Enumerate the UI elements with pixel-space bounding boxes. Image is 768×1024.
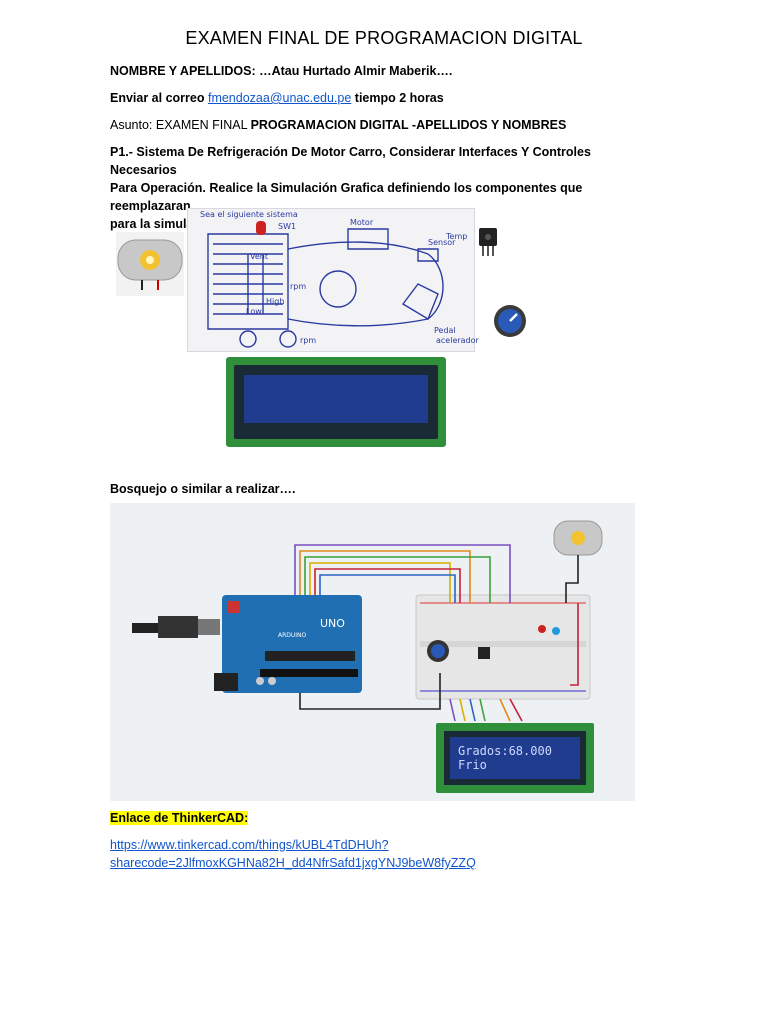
document-title: EXAMEN FINAL DE PROGRAMACION DIGITAL <box>185 28 583 48</box>
hand-drawn-sketch: Sea el siguiente sistema SW1 Motor Senso… <box>187 208 480 352</box>
email-line: Enviar al correo fmendozaa@unac.edu.pe t… <box>110 89 444 107</box>
lcd-screen <box>244 375 428 423</box>
sketch-label-rpm-2: rpm <box>300 336 316 345</box>
p1-line-2: Para Operación. Realice la Simulación Gr… <box>110 181 583 213</box>
tinkercad-link-line-2[interactable]: sharecode=2JlfmoxKGHNa82H_dd4NfrSafd1jxg… <box>110 856 476 870</box>
circuit-image: UNO ARDUINO <box>110 503 635 801</box>
tinkercad-heading: Enlace de ThinkerCAD: <box>110 809 249 827</box>
sketch-label-acelerador: acelerador <box>436 336 480 345</box>
potentiometer-image <box>494 305 526 337</box>
circuit-drawing: UNO ARDUINO <box>132 520 603 793</box>
arduino-brand-label: ARDUINO <box>278 632 307 639</box>
sketch-label-temp: Temp <box>445 232 467 241</box>
tinkercad-link-line-1[interactable]: https://www.tinkercad.com/things/kUBL4Td… <box>110 838 389 852</box>
email-link[interactable]: fmendozaa@unac.edu.pe <box>207 91 352 105</box>
sketch-label-high: High <box>266 297 284 306</box>
p1-line-1: P1.- Sistema De Refrigeración De Motor C… <box>110 145 591 177</box>
name-line: NOMBRE Y APELLIDOS: …Atau Hurtado Almir … <box>110 64 453 78</box>
arduino-uno-label: UNO <box>320 617 345 630</box>
temperature-sensor-image <box>479 228 497 256</box>
sketch-label-rpm: rpm <box>290 282 306 291</box>
subject-bold: PROGRAMACION DIGITAL -APELLIDOS Y NOMBRE… <box>250 118 567 132</box>
subject-line: Asunto: EXAMEN FINAL PROGRAMACION DIGITA… <box>110 116 566 134</box>
sketch-label-vent: Vent <box>250 252 268 261</box>
lcd-line-2: Frio <box>458 758 487 772</box>
lcd-line-1: Grados:68.000 <box>458 744 552 758</box>
dc-motor-image <box>116 232 184 296</box>
sketch-label-motor: Motor <box>350 218 374 227</box>
subject-prefix: Asunto: EXAMEN FINAL <box>110 118 251 132</box>
sketch-heading: Bosquejo o similar a realizar…. <box>110 482 296 496</box>
tinkercad-heading-text: Enlace de ThinkerCAD: <box>110 811 249 825</box>
lcd-module-image <box>226 357 446 447</box>
sketch-drawing: Sea el siguiente sistema SW1 Motor Senso… <box>200 210 480 348</box>
question-p1: P1.- Sistema De Refrigeración De Motor C… <box>110 143 650 233</box>
sketch-label-low: Low <box>246 307 262 316</box>
email-suffix: tiempo 2 horas <box>351 91 444 105</box>
sketch-caption: Sea el siguiente sistema <box>200 210 298 219</box>
email-prefix: Enviar al correo <box>110 91 208 105</box>
sketch-label-sensor: Sensor <box>428 238 456 247</box>
sketch-label-pedal: Pedal <box>434 326 456 335</box>
sketch-label-sw1: SW1 <box>278 222 296 231</box>
